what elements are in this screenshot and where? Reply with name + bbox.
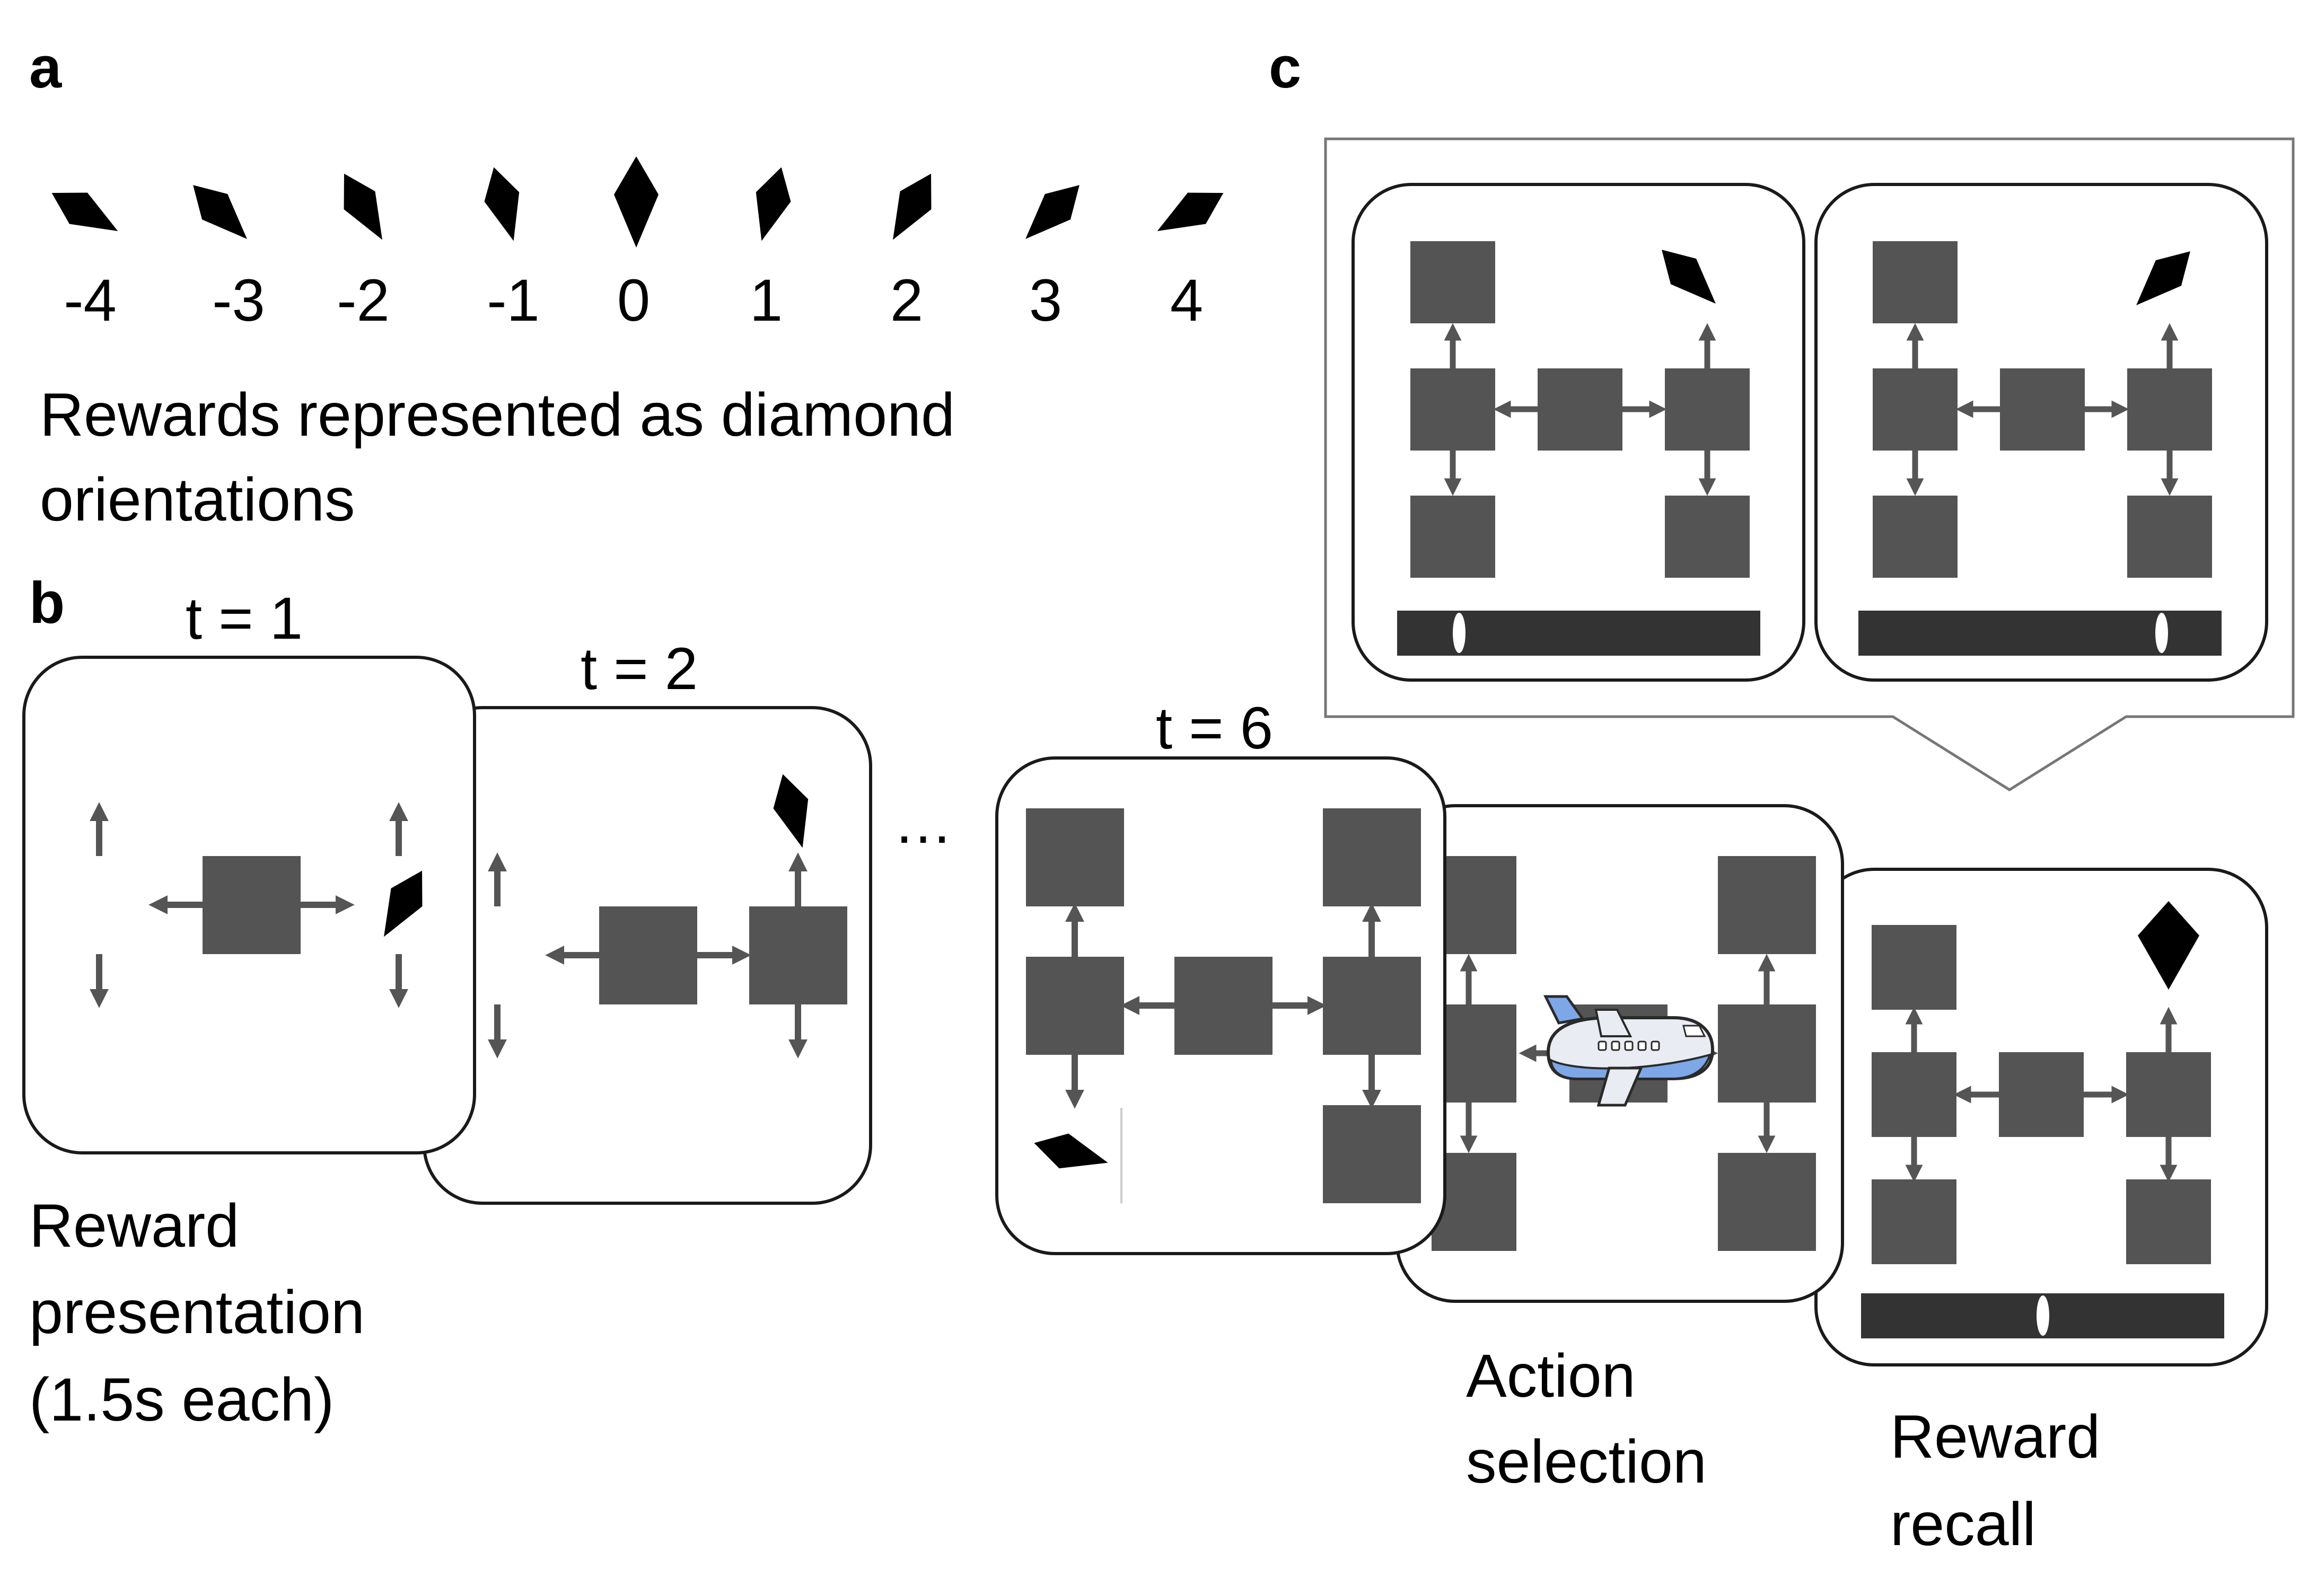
reward-recall-label: Reward recall [1890, 1403, 2100, 1558]
frame-reward-recall [1814, 868, 2268, 1366]
panel-c-letter: c [1269, 35, 1301, 100]
orientation-label: 1 [750, 267, 783, 333]
node [1026, 957, 1124, 1055]
node [1410, 496, 1495, 578]
orientation-value-labels: -4 -3 -2 -1 0 1 2 3 4 [64, 267, 1203, 333]
node [2126, 1179, 2211, 1264]
diamond-icon [1025, 185, 1080, 239]
diamond-icon [2138, 901, 2199, 990]
slider-icon [1397, 611, 1760, 656]
node [1665, 496, 1750, 578]
action-selection-label: Action selection [1466, 1342, 1707, 1496]
slider-icon [1861, 1293, 2224, 1338]
action-selection-line1: Action [1466, 1342, 1636, 1410]
node [1538, 368, 1622, 451]
frame-action-selection [1396, 804, 1844, 1303]
recall-frame-right [1814, 183, 2268, 682]
node [1323, 1105, 1421, 1203]
ellipsis: … [893, 789, 953, 856]
orientation-label: 0 [617, 267, 650, 333]
panel-a-caption-line1: Rewards represented as diamond [40, 381, 955, 449]
node [1873, 496, 1958, 578]
reward-recall-line1: Reward [1890, 1403, 2100, 1471]
node [1718, 856, 1816, 954]
time-label-t1: t = 1 [186, 585, 303, 651]
diamond-icon [773, 774, 809, 848]
frame-t6 [995, 756, 1446, 1255]
node [599, 906, 697, 1004]
node [1718, 1004, 1816, 1103]
node [1873, 368, 1958, 451]
time-label-t6: t = 6 [1156, 695, 1273, 761]
diamond-icon [614, 156, 659, 248]
orientation-label: -2 [337, 267, 390, 333]
node [1410, 368, 1495, 451]
reward-recall-line2: recall [1890, 1491, 2036, 1558]
node [1718, 1153, 1816, 1251]
diamond-icon [193, 185, 247, 239]
node [1872, 1179, 1956, 1264]
orientation-label: 3 [1029, 267, 1062, 333]
node [2000, 368, 2085, 451]
node [1323, 957, 1421, 1055]
reward-presentation-line1: Reward [29, 1192, 239, 1260]
reward-presentation-line3: (1.5s each) [29, 1366, 334, 1434]
node [203, 856, 301, 954]
diamond-icon [484, 167, 520, 241]
frame-t2 [423, 706, 872, 1205]
airplane-icon [1543, 995, 1715, 1107]
diamond-icon [2136, 251, 2190, 305]
diamond-icon [344, 173, 382, 240]
node [2127, 496, 2212, 578]
recall-frame-left [1352, 183, 1805, 682]
diamond-icon [756, 167, 791, 241]
diamond-icon [51, 192, 118, 231]
node [1410, 241, 1495, 323]
orientation-label: -1 [487, 267, 540, 333]
node [2127, 368, 2212, 451]
orientation-label: -4 [64, 267, 117, 333]
time-label-t2: t = 2 [581, 636, 698, 702]
node [1872, 1052, 1956, 1137]
frame-t1 [22, 656, 476, 1154]
reward-presentation-label: Reward presentation (1.5s each) [29, 1192, 365, 1434]
node [1174, 957, 1273, 1055]
node [1323, 808, 1421, 906]
node [1873, 241, 1958, 323]
orientation-label: 2 [890, 267, 923, 333]
orientation-label: 4 [1170, 267, 1203, 333]
diamond-icon [1662, 250, 1716, 304]
node [1665, 368, 1750, 451]
node [1872, 925, 1956, 1010]
diamond-icon [893, 173, 932, 240]
node [2126, 1052, 2211, 1137]
slider-icon [1858, 611, 2222, 656]
diamond-icon [384, 870, 423, 937]
action-selection-line2: selection [1466, 1428, 1707, 1496]
node [1999, 1052, 2084, 1137]
reward-presentation-line2: presentation [29, 1278, 365, 1346]
diamond-icon [1157, 192, 1224, 231]
node [749, 906, 847, 1004]
diamond-icon [1034, 1133, 1108, 1169]
node [1026, 808, 1124, 906]
panel-b-letter: b [29, 570, 65, 636]
panel-a-letter: a [29, 35, 62, 100]
diamond-orientation-row [51, 156, 1224, 248]
orientation-label: -3 [212, 267, 265, 333]
panel-a-caption-line2: orientations [40, 466, 355, 534]
